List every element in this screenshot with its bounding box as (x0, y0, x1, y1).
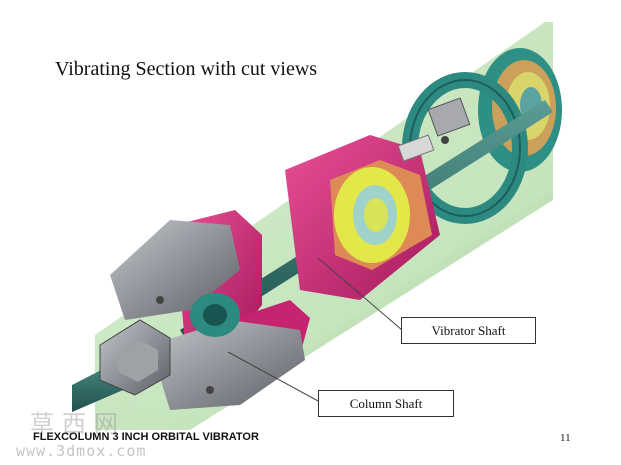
footer-title: FLEXCOLUMN 3 INCH ORBITAL VIBRATOR (33, 431, 259, 443)
vibrator-shaft-leader (317, 257, 403, 331)
slide-title: Vibrating Section with cut views (55, 58, 318, 80)
callout-vibrator-shaft: Vibrator Shaft (401, 317, 536, 344)
shaft-nut (99, 319, 171, 396)
page-number: 11 (560, 432, 571, 444)
callout-column-shaft: Column Shaft (318, 390, 454, 417)
vibrator-housing (285, 134, 440, 300)
column-shaft-leader (227, 351, 321, 403)
column-clamp (110, 220, 305, 410)
